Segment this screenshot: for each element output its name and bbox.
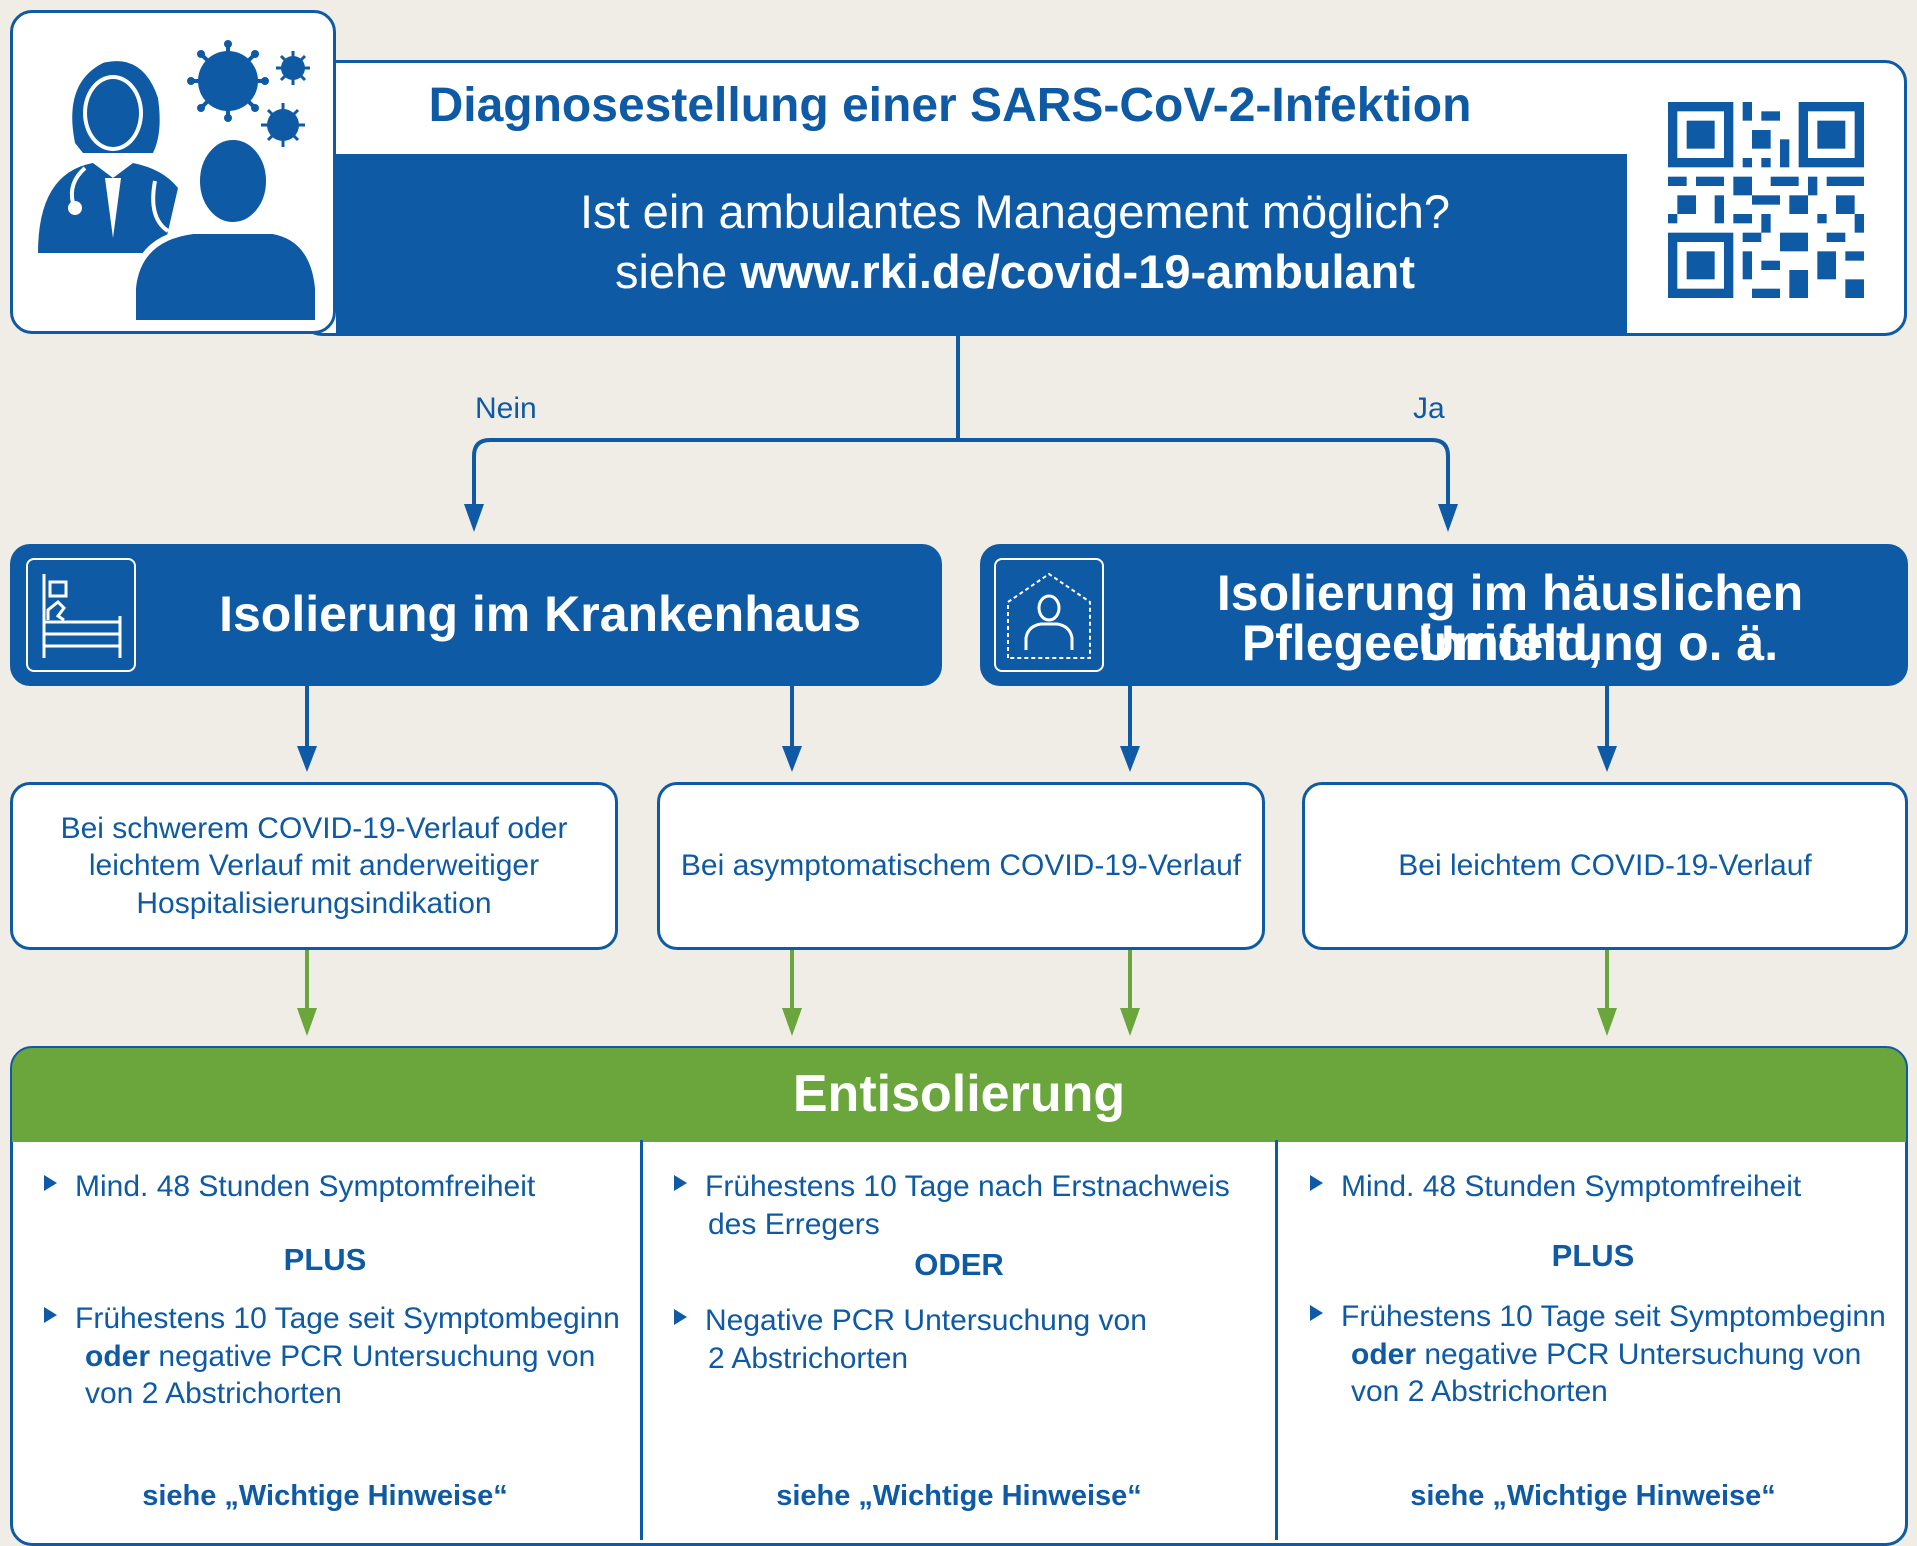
case-box-asymptomatic: Bei asymptomatischem COVID-19-Verlauf [657, 782, 1265, 950]
branch-label-yes: Ja [1413, 392, 1445, 425]
bullet-triangle-icon [1310, 1175, 1323, 1191]
doctor-patient-virus-icon [38, 40, 321, 326]
link-prefix: siehe [614, 245, 728, 298]
col2-conjunction: ODER [914, 1247, 1004, 1282]
page-title: Diagnosestellung einer SARS-CoV-2-Infekt… [428, 79, 1472, 132]
col2-bullet-1: Frühestens 10 Tage nach Erstnachweis des… [674, 1168, 1230, 1243]
house-person-icon-frame [994, 558, 1104, 672]
branch-label-no: Nein [475, 392, 537, 425]
col1-bullet-2: Frühestens 10 Tage seit Symptombeginn od… [44, 1300, 620, 1413]
bullet-triangle-icon [44, 1307, 57, 1323]
column-divider [1275, 1140, 1278, 1540]
col3-bullet-2: Frühestens 10 Tage seit Symptombeginn od… [1310, 1298, 1886, 1411]
blue-arrows [297, 686, 1617, 772]
house-person-icon [1007, 572, 1091, 659]
bullet-triangle-icon [674, 1175, 687, 1191]
col1-see-notes[interactable]: siehe „Wichtige Hinweise“ [142, 1480, 508, 1512]
hospital-bed-icon [42, 574, 122, 658]
col2-bullet-2: Negative PCR Untersuchung von 2 Abstrich… [674, 1302, 1147, 1377]
isolation-hospital-box [10, 544, 942, 686]
isolation-home-title-line2: Pflegeeinrichtung o. ä. [1241, 615, 1779, 671]
case-asymptomatic-text: Bei asymptomatischem COVID-19-Verlauf [680, 849, 1242, 883]
case-mild-text: Bei leichtem COVID-19-Verlauf [1398, 849, 1812, 883]
green-arrows [297, 950, 1617, 1036]
ambulant-question: Ist ein ambulantes Management möglich? [580, 185, 1450, 238]
case-box-mild: Bei leichtem COVID-19-Verlauf [1302, 782, 1908, 950]
yes-branch-line [958, 438, 1450, 512]
case-severe-line3: Hospitalisierungsindikation [136, 886, 492, 920]
rki-link[interactable]: www.rki.de/covid-19-ambulant [740, 245, 1416, 298]
case-severe-line1: Bei schwerem COVID-19-Verlauf oder [60, 811, 568, 845]
no-arrowhead [464, 504, 484, 532]
col3-see-notes[interactable]: siehe „Wichtige Hinweise“ [1410, 1480, 1776, 1512]
col2-see-notes[interactable]: siehe „Wichtige Hinweise“ [776, 1480, 1142, 1512]
bullet-triangle-icon [44, 1175, 57, 1191]
isolation-home-box [980, 544, 1908, 686]
no-branch-line [472, 438, 958, 512]
col1-conjunction: PLUS [283, 1242, 367, 1277]
hospital-bed-icon-frame [26, 558, 136, 672]
col1-bullet-1: Mind. 48 Stunden Symptomfreiheit [44, 1168, 535, 1206]
column-divider [640, 1140, 643, 1540]
col3-conjunction: PLUS [1551, 1238, 1635, 1273]
case-severe-line2: leichtem Verlauf mit anderweitiger [88, 849, 540, 883]
header-question-band [336, 154, 1627, 336]
entisolierung-title: Entisolierung [792, 1065, 1126, 1123]
col3-bullet-1: Mind. 48 Stunden Symptomfreiheit [1310, 1168, 1801, 1206]
qr-code-icon[interactable] [1668, 102, 1864, 298]
doctor-card [10, 10, 336, 334]
bullet-triangle-icon [674, 1309, 687, 1325]
isolation-home-title-line1: Isolierung im häuslichen Umfeld, [1216, 565, 1804, 671]
isolation-hospital-title: Isolierung im Krankenhaus [219, 586, 861, 642]
bullet-triangle-icon [1310, 1305, 1323, 1321]
entisolierung-header [12, 1048, 1906, 1142]
ambulant-link-line: siehe www.rki.de/covid-19-ambulant [400, 244, 1630, 299]
case-box-severe: Bei schwerem COVID-19-Verlauf oder leich… [10, 782, 618, 950]
yes-arrowhead [1438, 504, 1458, 532]
